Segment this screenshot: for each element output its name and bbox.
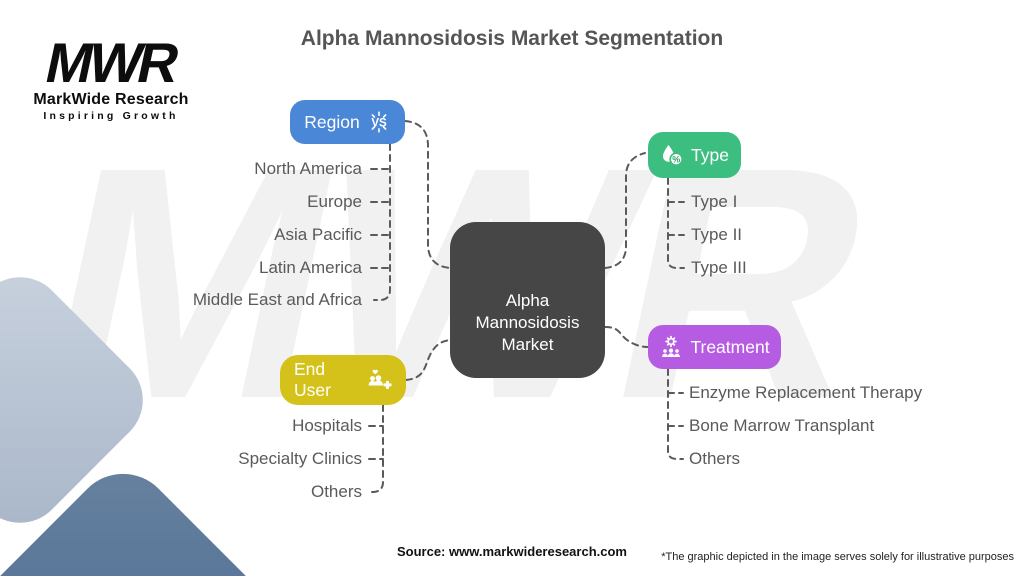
connector-region-to-center bbox=[404, 120, 451, 269]
page-title: Alpha Mannosidosis Market Segmentation bbox=[300, 27, 724, 50]
region-node-label: Region bbox=[304, 111, 360, 132]
type-node-label: Type bbox=[691, 144, 729, 165]
connector-region-branch bbox=[370, 143, 391, 301]
end-user-node-label: End User bbox=[294, 359, 331, 400]
region-item: Europe bbox=[307, 192, 362, 211]
person-plus-icon bbox=[368, 369, 392, 389]
segment-node-type: % Type bbox=[648, 132, 741, 178]
region-item: Asia Pacific bbox=[274, 225, 362, 244]
central-market-label: Alpha Mannosidosis Market bbox=[475, 291, 580, 354]
disclaimer-text: *The graphic depicted in the image serve… bbox=[661, 551, 1014, 563]
treatment-item: Bone Marrow Transplant bbox=[689, 416, 875, 435]
treatment-item: Enzyme Replacement Therapy bbox=[689, 383, 923, 402]
gear-people-icon bbox=[662, 335, 681, 357]
source-text: Source: www.markwideresearch.com bbox=[396, 544, 627, 559]
central-market-node: Alpha Mannosidosis Market bbox=[450, 222, 605, 378]
svg-text:%: % bbox=[672, 154, 680, 164]
connector-center-to-type bbox=[604, 152, 646, 269]
segment-node-treatment: Treatment bbox=[648, 325, 781, 369]
end-user-item: Hospitals bbox=[292, 416, 362, 435]
connector-enduser-branch bbox=[368, 404, 384, 493]
logo-name: MarkWide Research bbox=[33, 91, 189, 109]
type-item: Type III bbox=[691, 258, 747, 277]
connector-center-to-treatment bbox=[604, 326, 649, 348]
connector-type-branch bbox=[667, 177, 685, 269]
logo-tagline: Inspiring Growth bbox=[43, 110, 179, 123]
droplet-percent-icon: % bbox=[663, 145, 684, 167]
treatment-node-label: Treatment bbox=[690, 336, 770, 357]
markwide-logo: MWR MarkWide Research Inspiring Growth bbox=[26, 31, 196, 123]
region-item: Middle East and Africa bbox=[192, 290, 362, 309]
end-user-item: Others bbox=[310, 482, 362, 501]
region-item: North America bbox=[254, 159, 362, 178]
end-user-item: Specialty Clinics bbox=[238, 449, 362, 468]
type-item: Type I bbox=[691, 192, 738, 211]
svg-text:VS: VS bbox=[371, 118, 387, 130]
region-item: Latin America bbox=[259, 258, 362, 277]
type-item: Type II bbox=[691, 225, 743, 244]
connector-treatment-branch bbox=[667, 368, 684, 460]
treatment-item: Others bbox=[689, 449, 741, 468]
connector-enduser-to-center bbox=[405, 339, 451, 381]
segment-node-region: Region VS bbox=[290, 100, 405, 144]
segment-node-end-user: End User bbox=[280, 355, 406, 405]
vs-burst-icon: VS bbox=[371, 111, 387, 133]
